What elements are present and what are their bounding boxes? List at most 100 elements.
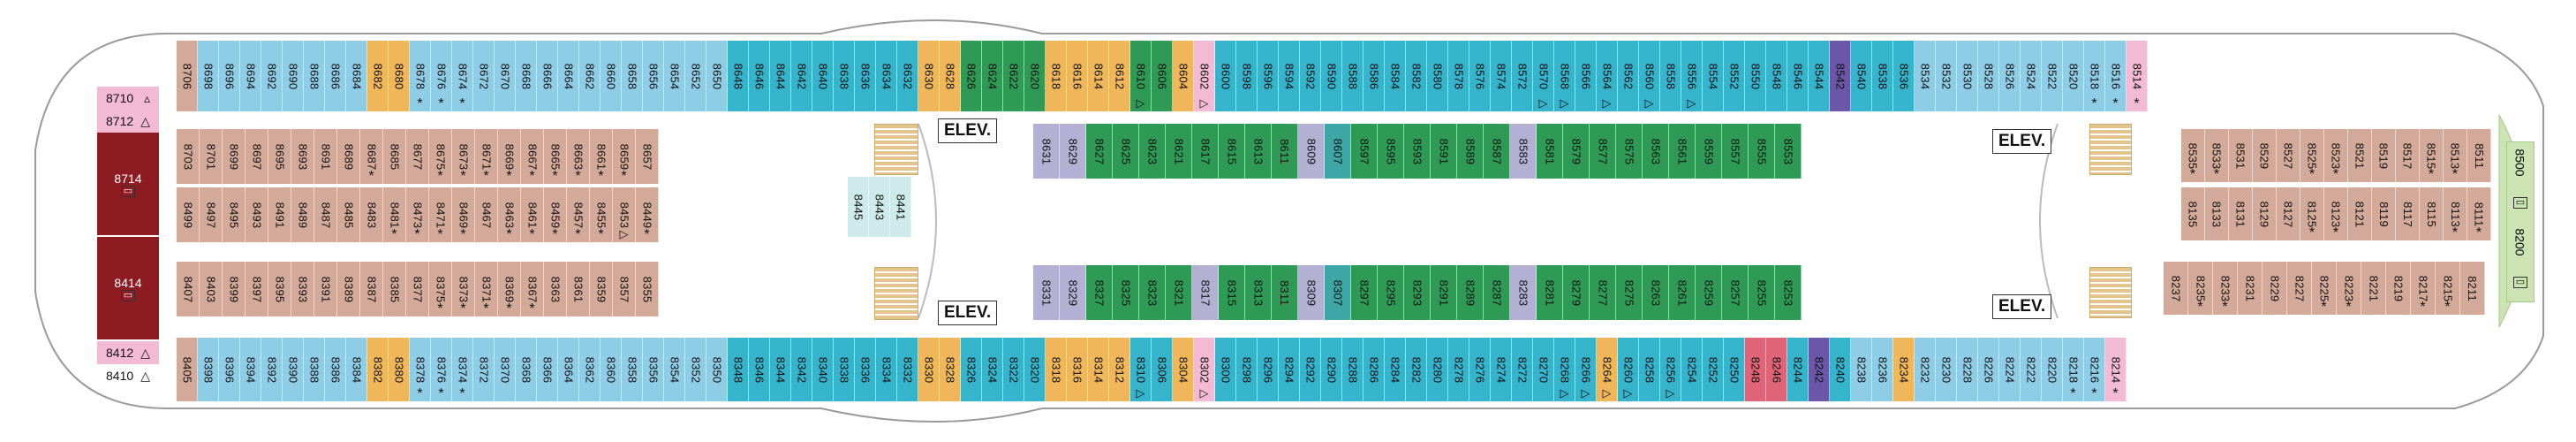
cabin-8220[interactable]: 8220 bbox=[2042, 338, 2063, 401]
cabin-8596[interactable]: 8596 bbox=[1258, 41, 1279, 111]
cabin-8650[interactable]: 8650 bbox=[706, 41, 728, 111]
cabin-8230[interactable]: 8230 bbox=[1936, 338, 1957, 401]
cabin-8559[interactable]: 8559 bbox=[1696, 124, 1722, 179]
cabin-8661[interactable]: 8661* bbox=[590, 129, 613, 184]
cabin-8632[interactable]: 8632 bbox=[897, 41, 918, 111]
cabin-8455[interactable]: 8455* bbox=[590, 187, 613, 242]
cabin-8356[interactable]: 8356 bbox=[643, 338, 664, 401]
cabin-8279[interactable]: 8279 bbox=[1563, 265, 1590, 320]
cabin-8115[interactable]: 8115 bbox=[2420, 187, 2444, 240]
cabin-8544[interactable]: 8544 bbox=[1809, 41, 1830, 111]
cabin-8372[interactable]: 8372 bbox=[473, 338, 495, 401]
cabin-8642[interactable]: 8642 bbox=[791, 41, 812, 111]
cabin-8527[interactable]: 8527 bbox=[2277, 129, 2300, 182]
cabin-8513[interactable]: 8513* bbox=[2444, 129, 2467, 182]
cabin-8626[interactable]: 8626 bbox=[961, 41, 982, 111]
cabin-8323[interactable]: 8323 bbox=[1139, 265, 1166, 320]
cabin-8307[interactable]: 8307 bbox=[1325, 265, 1351, 320]
cabin-8223[interactable]: 8223* bbox=[2337, 262, 2361, 315]
cabin-8561[interactable]: 8561 bbox=[1669, 124, 1696, 179]
cabin-8668[interactable]: 8668 bbox=[516, 41, 537, 111]
cabin-8611[interactable]: 8611 bbox=[1272, 124, 1298, 179]
cabin-8609[interactable]: 8609 bbox=[1298, 124, 1325, 179]
cabin-8631[interactable]: 8631 bbox=[1033, 124, 1060, 179]
cabin-8636[interactable]: 8636 bbox=[855, 41, 876, 111]
cabin-8528[interactable]: 8528 bbox=[1978, 41, 1999, 111]
cabin-8274[interactable]: 8274 bbox=[1491, 338, 1512, 401]
cabin-8357[interactable]: 8357 bbox=[613, 262, 636, 316]
cabin-8378[interactable]: 8378* bbox=[410, 338, 431, 401]
cabin-8258[interactable]: 8258 bbox=[1639, 338, 1660, 401]
cabin-8135[interactable]: 8135 bbox=[2181, 187, 2205, 240]
cabin-8682[interactable]: 8682 bbox=[367, 41, 389, 111]
cabin-8698[interactable]: 8698 bbox=[198, 41, 219, 111]
cabin-8590[interactable]: 8590 bbox=[1321, 41, 1342, 111]
cabin-8627[interactable]: 8627 bbox=[1086, 124, 1113, 179]
cabin-8358[interactable]: 8358 bbox=[622, 338, 643, 401]
cabin-8692[interactable]: 8692 bbox=[261, 41, 283, 111]
cabin-8314[interactable]: 8314 bbox=[1088, 338, 1109, 401]
cabin-8293[interactable]: 8293 bbox=[1404, 265, 1431, 320]
cabin-8231[interactable]: 8231 bbox=[2238, 262, 2262, 315]
cabin-8471[interactable]: 8471* bbox=[429, 187, 452, 242]
cabin-8617[interactable]: 8617 bbox=[1192, 124, 1219, 179]
cabin-8222[interactable]: 8222 bbox=[2021, 338, 2042, 401]
cabin-8621[interactable]: 8621 bbox=[1166, 124, 1192, 179]
cabin-8344[interactable]: 8344 bbox=[770, 338, 791, 401]
cabin-8398[interactable]: 8398 bbox=[198, 338, 219, 401]
cabin-8535[interactable]: 8535* bbox=[2181, 129, 2205, 182]
cabin-8467[interactable]: 8467 bbox=[475, 187, 498, 242]
cabin-8586[interactable]: 8586 bbox=[1364, 41, 1385, 111]
cabin-8364[interactable]: 8364 bbox=[558, 338, 579, 401]
cabin-8658[interactable]: 8658 bbox=[622, 41, 643, 111]
cabin-8580[interactable]: 8580 bbox=[1427, 41, 1448, 111]
cabin-8371[interactable]: 8371* bbox=[475, 262, 498, 316]
cabin-8224[interactable]: 8224 bbox=[1999, 338, 2021, 401]
cabin-8399[interactable]: 8399 bbox=[223, 262, 246, 316]
cabin-8591[interactable]: 8591 bbox=[1431, 124, 1457, 179]
cabin-8225[interactable]: 8225* bbox=[2312, 262, 2337, 315]
cabin-8634[interactable]: 8634 bbox=[876, 41, 897, 111]
cabin-8624[interactable]: 8624 bbox=[982, 41, 1003, 111]
cabin-8593[interactable]: 8593 bbox=[1404, 124, 1431, 179]
cabin-8332[interactable]: 8332 bbox=[897, 338, 918, 401]
cabin-8489[interactable]: 8489 bbox=[291, 187, 314, 242]
cabin-8296[interactable]: 8296 bbox=[1258, 338, 1279, 401]
cabin-8497[interactable]: 8497 bbox=[200, 187, 223, 242]
cabin-8386[interactable]: 8386 bbox=[325, 338, 346, 401]
cabin-8298[interactable]: 8298 bbox=[1236, 338, 1258, 401]
cabin-8589[interactable]: 8589 bbox=[1457, 124, 1484, 179]
cabin-8525[interactable]: 8525* bbox=[2300, 129, 2324, 182]
cabin-8287[interactable]: 8287 bbox=[1484, 265, 1510, 320]
cabin-8312[interactable]: 8312 bbox=[1109, 338, 1130, 401]
cabin-8390[interactable]: 8390 bbox=[283, 338, 304, 401]
cabin-8644[interactable]: 8644 bbox=[770, 41, 791, 111]
cabin-8694[interactable]: 8694 bbox=[240, 41, 261, 111]
cabin-8560[interactable]: 8560▷ bbox=[1639, 41, 1660, 111]
cabin-8129[interactable]: 8129 bbox=[2253, 187, 2277, 240]
cabin-8469[interactable]: 8469* bbox=[452, 187, 475, 242]
cabin-8594[interactable]: 8594 bbox=[1279, 41, 1300, 111]
cabin-8582[interactable]: 8582 bbox=[1406, 41, 1427, 111]
cabin-8119[interactable]: 8119 bbox=[2372, 187, 2396, 240]
cabin-8328[interactable]: 8328 bbox=[940, 338, 961, 401]
cabin-8253[interactable]: 8253 bbox=[1775, 265, 1802, 320]
cabin-8327[interactable]: 8327 bbox=[1086, 265, 1113, 320]
cabin-8259[interactable]: 8259 bbox=[1696, 265, 1722, 320]
cabin-8310[interactable]: 8310▷ bbox=[1130, 338, 1152, 401]
cabin-8289[interactable]: 8289 bbox=[1457, 265, 1484, 320]
cabin-8403[interactable]: 8403 bbox=[200, 262, 223, 316]
cabin-8214[interactable]: 8214* bbox=[2105, 338, 2127, 401]
cabin-8678[interactable]: 8678* bbox=[410, 41, 431, 111]
cabin-8235[interactable]: 8235* bbox=[2188, 262, 2213, 315]
cabin-8325[interactable]: 8325 bbox=[1113, 265, 1139, 320]
cabin-8304[interactable]: 8304 bbox=[1173, 338, 1194, 401]
cabin-8674[interactable]: 8674* bbox=[452, 41, 473, 111]
cabin-8363[interactable]: 8363 bbox=[544, 262, 567, 316]
cabin-8540[interactable]: 8540 bbox=[1851, 41, 1872, 111]
cabin-8348[interactable]: 8348 bbox=[728, 338, 749, 401]
cabin-8677[interactable]: 8677 bbox=[406, 129, 429, 184]
cabin-8453[interactable]: 8453▷ bbox=[613, 187, 636, 242]
cabin-8229[interactable]: 8229 bbox=[2262, 262, 2287, 315]
cabin-8254[interactable]: 8254 bbox=[1681, 338, 1703, 401]
